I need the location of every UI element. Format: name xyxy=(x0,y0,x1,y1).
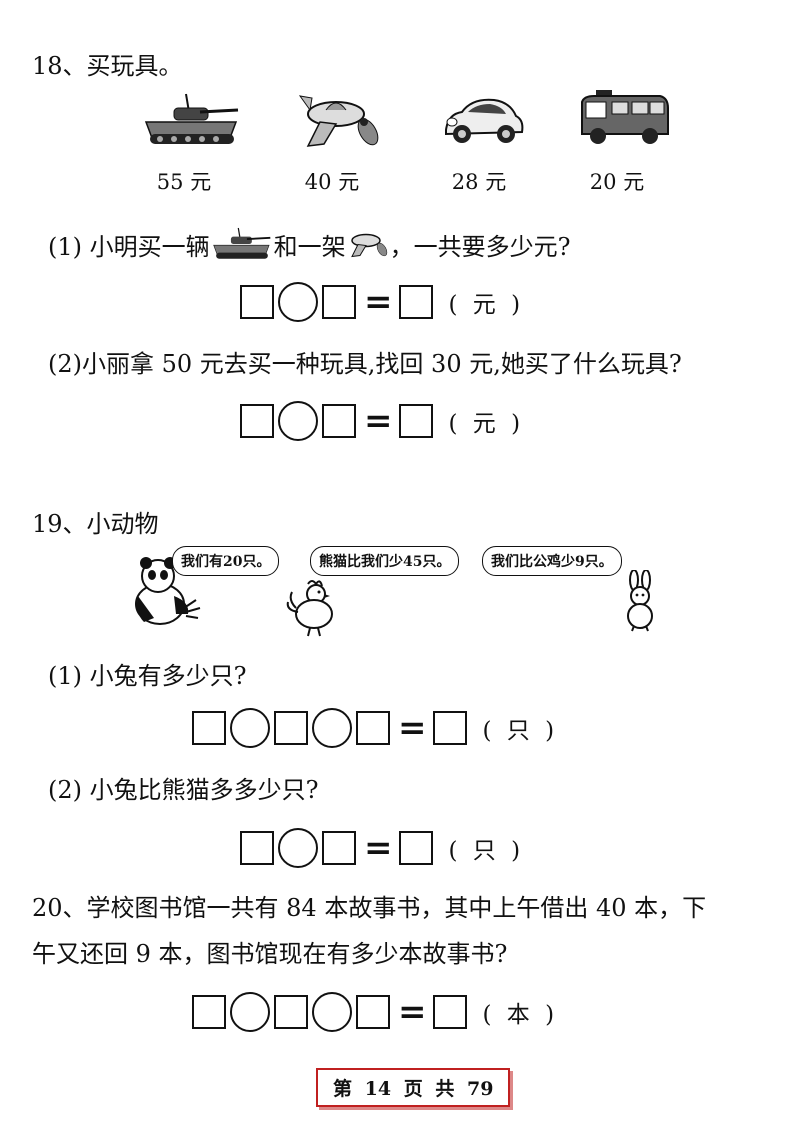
q19-title: 19、小动物 xyxy=(32,510,159,538)
rabbit-icon xyxy=(627,570,653,632)
tank-price: 55 元 xyxy=(156,170,212,194)
unit-label: ( 只 ) xyxy=(448,838,525,864)
panda-speech: 我们有20只。 xyxy=(172,546,280,576)
airplane-icon xyxy=(350,233,387,258)
equals-sign: = xyxy=(364,828,393,868)
rabbit-speech: 我们比公鸡少9只。 xyxy=(482,546,622,576)
q18-sub1: (1) 小明买一辆 和一架 ，一共要多少元? xyxy=(48,224,571,264)
answer-box[interactable] xyxy=(274,995,308,1029)
answer-box[interactable] xyxy=(240,831,274,865)
q18-title: 18、买玩具。 xyxy=(32,52,183,80)
answer-box[interactable] xyxy=(274,711,308,745)
q20-equation[interactable]: = ( 本 ) xyxy=(192,992,558,1032)
airplane-price: 40 元 xyxy=(304,170,360,194)
q18-sub1-suffix: ，一共要多少元? xyxy=(389,232,571,261)
q19-sub2-equation[interactable]: = ( 只 ) xyxy=(240,828,524,868)
equals-sign: = xyxy=(398,992,427,1032)
footer-gong: 共 xyxy=(435,1078,455,1100)
answer-box[interactable] xyxy=(432,995,467,1029)
answer-box[interactable] xyxy=(192,711,226,745)
tank-icon xyxy=(212,227,270,259)
equals-sign: = xyxy=(364,282,393,322)
answer-box[interactable] xyxy=(356,995,390,1029)
unit-label: ( 元 ) xyxy=(448,411,525,437)
q20-line2: 午又还回 9 本，图书馆现在有多少本故事书? xyxy=(32,940,508,968)
footer-ye: 页 xyxy=(403,1078,423,1100)
rooster-speech: 熊猫比我们少45只。 xyxy=(310,546,460,576)
unit-label: ( 本 ) xyxy=(482,1002,559,1028)
operator-circle[interactable] xyxy=(230,992,270,1032)
equals-sign: = xyxy=(364,401,393,441)
total-pages: 79 xyxy=(467,1078,494,1100)
answer-box[interactable] xyxy=(322,831,356,865)
answer-box[interactable] xyxy=(322,404,356,438)
operator-circle[interactable] xyxy=(312,708,352,748)
current-page: 14 xyxy=(364,1078,392,1100)
q18-sub1-equation[interactable]: = ( 元 ) xyxy=(240,282,524,322)
operator-circle[interactable] xyxy=(278,828,318,868)
operator-circle[interactable] xyxy=(312,992,352,1032)
footer-di: 第 xyxy=(333,1078,353,1100)
q19-sub1-equation[interactable]: = ( 只 ) xyxy=(192,708,558,748)
page-number-footer: 第 14 页 共 79 xyxy=(316,1068,511,1107)
answer-box[interactable] xyxy=(398,831,433,865)
bus-icon xyxy=(581,90,669,144)
q18-sub1-prefix: (1) 小明买一辆 xyxy=(48,232,210,261)
q20-line1: 20、学校图书馆一共有 84 本故事书，其中上午借出 40 本，下 xyxy=(32,894,707,922)
unit-label: ( 只 ) xyxy=(482,718,559,744)
car-price: 28 元 xyxy=(451,170,507,194)
unit-label: ( 元 ) xyxy=(448,292,525,318)
operator-circle[interactable] xyxy=(230,708,270,748)
rooster-icon xyxy=(286,580,333,637)
answer-box[interactable] xyxy=(432,711,467,745)
answer-box[interactable] xyxy=(240,404,274,438)
operator-circle[interactable] xyxy=(278,401,318,441)
operator-circle[interactable] xyxy=(278,282,318,322)
q19-sub1: (1) 小兔有多少只? xyxy=(48,662,247,690)
bus-price: 20 元 xyxy=(589,170,645,194)
q18-sub1-middle: 和一架 xyxy=(273,232,346,261)
panda-icon xyxy=(135,557,201,625)
answer-box[interactable] xyxy=(356,711,390,745)
q18-sub2-equation[interactable]: = ( 元 ) xyxy=(240,401,524,441)
car-icon xyxy=(445,98,524,143)
equals-sign: = xyxy=(398,708,427,748)
answer-box[interactable] xyxy=(398,285,433,319)
answer-box[interactable] xyxy=(322,285,356,319)
q19-sub2: (2) 小兔比熊猫多多少只? xyxy=(48,776,319,804)
answer-box[interactable] xyxy=(398,404,433,438)
q18-sub2: (2)小丽拿 50 元去买一种玩具,找回 30 元,她买了什么玩具? xyxy=(48,350,682,378)
airplane-icon xyxy=(298,95,379,147)
answer-box[interactable] xyxy=(240,285,274,319)
tank-icon xyxy=(144,93,239,144)
answer-box[interactable] xyxy=(192,995,226,1029)
